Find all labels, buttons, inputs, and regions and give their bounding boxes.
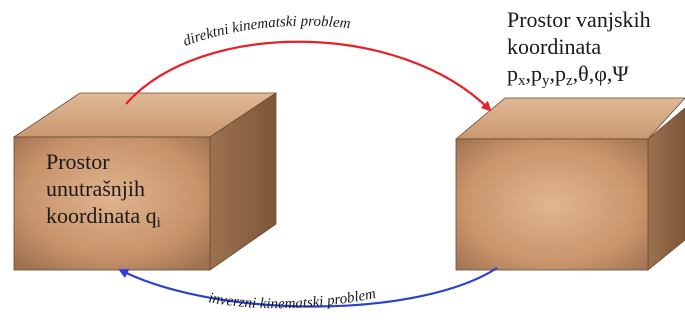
left-box-front-face (13, 136, 211, 271)
inverse-kinematics-arrow (118, 267, 498, 308)
right-label-line1: Prostor vanjskih (507, 7, 651, 32)
left-label-line3-sub: i (156, 215, 161, 231)
direct-kinematics-arrow (125, 40, 492, 112)
coord-px-sub: x (518, 73, 526, 89)
internal-coordinates-label: Prostor unutrašnjih koordinata qi (46, 148, 161, 231)
right-box (454, 97, 685, 271)
coord-pz: p (555, 61, 566, 86)
left-label-line2: unutrašnjih (46, 176, 145, 201)
right-label-line2: koordinata (507, 34, 602, 59)
left-box (12, 92, 278, 271)
right-box-front-face (455, 138, 649, 271)
external-coordinates-label: Prostor vanjskih koordinata px,py,pz,θ,φ… (507, 6, 651, 89)
right-label-coords: px,py,pz,θ,φ,Ψ (507, 61, 629, 89)
coord-px: p (507, 61, 518, 86)
left-label-line3: koordinata qi (46, 202, 161, 231)
direct-kinematics-label: direktni kinematski problem (181, 14, 351, 50)
coord-py: p (531, 61, 542, 86)
right-box-top-face (454, 97, 685, 140)
coord-py-sub: y (542, 73, 550, 89)
left-label-line1: Prostor (46, 149, 110, 174)
left-label-line3-prefix: koordinata q (46, 203, 157, 228)
coord-angles: θ,φ,Ψ (578, 61, 629, 86)
coord-pz-sub: z (566, 73, 573, 89)
inverse-kinematics-label: inverzni kinematski problem (207, 286, 377, 312)
